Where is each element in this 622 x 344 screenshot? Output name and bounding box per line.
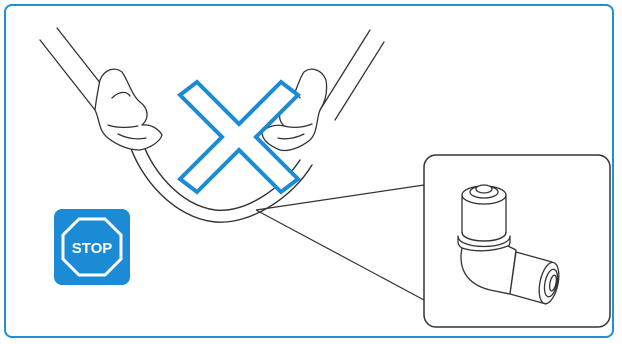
stop-sign-icon: STOP — [54, 209, 130, 285]
elbow-fitting-icon — [457, 184, 560, 305]
stop-sign-label: STOP — [72, 240, 113, 257]
callout-pointer — [255, 184, 425, 301]
hands-bending-pipe-icon — [39, 27, 385, 223]
detail-box — [423, 154, 611, 328]
prohibited-x-icon — [176, 79, 302, 195]
